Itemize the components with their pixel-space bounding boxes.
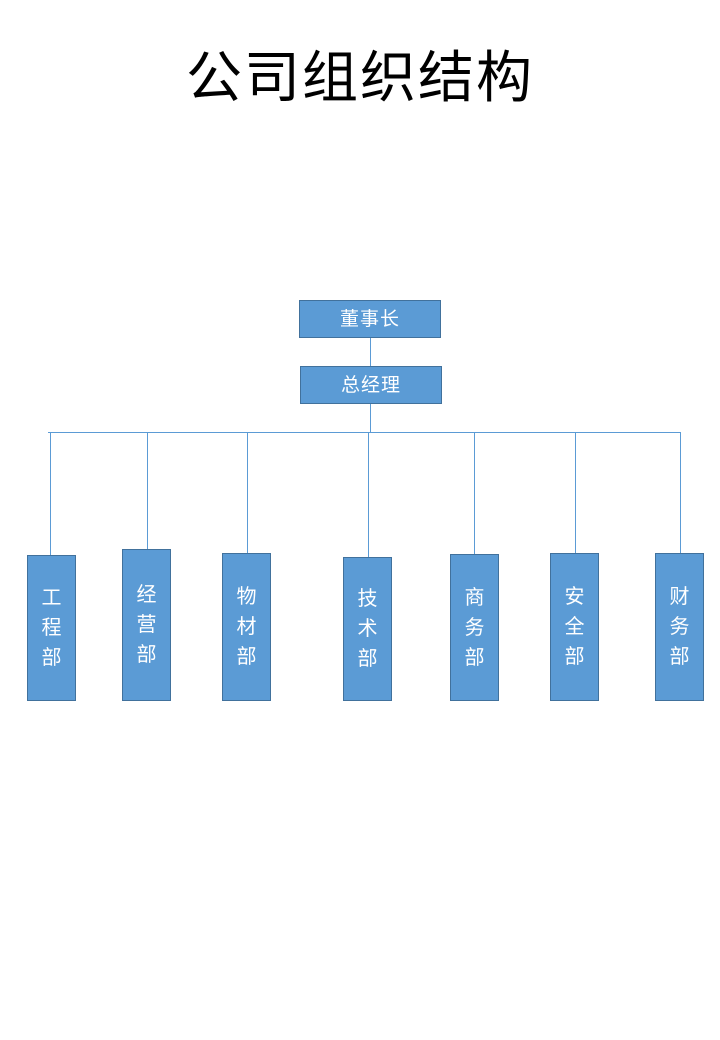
- org-node-dept-business[interactable]: 商务部: [450, 554, 499, 701]
- org-node-dept-safety-label: 安全部: [564, 586, 585, 668]
- connector-drop-dept-business: [474, 432, 475, 554]
- org-node-general-manager[interactable]: 总经理: [300, 366, 442, 404]
- org-node-dept-finance[interactable]: 财务部: [655, 553, 704, 701]
- connector-horizontal-bus: [48, 432, 681, 433]
- org-node-dept-materials[interactable]: 物材部: [222, 553, 271, 701]
- page-title: 公司组织结构: [186, 48, 534, 110]
- org-node-dept-safety[interactable]: 安全部: [550, 553, 599, 701]
- connector-drop-dept-materials: [247, 432, 248, 553]
- org-node-dept-technology[interactable]: 技术部: [343, 557, 392, 701]
- org-node-dept-business-label: 商务部: [464, 586, 485, 669]
- org-node-dept-operations-label: 经营部: [136, 584, 157, 666]
- org-node-dept-engineering[interactable]: 工程部: [27, 555, 76, 701]
- org-node-general-manager-label: 总经理: [340, 374, 401, 396]
- org-node-chairman-label: 董事长: [339, 308, 400, 330]
- org-node-dept-operations[interactable]: 经营部: [122, 549, 171, 701]
- connector-drop-dept-operations: [147, 432, 148, 549]
- org-node-dept-materials-label: 物材部: [236, 586, 257, 668]
- connector-chairman-to-general-manager: [370, 338, 371, 366]
- org-node-dept-engineering-label: 工程部: [41, 587, 62, 669]
- connector-drop-dept-technology: [368, 432, 369, 557]
- connector-general-manager-to-bus: [370, 404, 371, 433]
- connector-drop-dept-safety: [575, 432, 576, 553]
- org-node-dept-technology-label: 技术部: [357, 588, 378, 670]
- org-node-chairman[interactable]: 董事长: [299, 300, 441, 338]
- org-node-dept-finance-label: 财务部: [669, 586, 690, 668]
- connector-drop-dept-finance: [680, 432, 681, 553]
- connector-drop-dept-engineering: [50, 432, 51, 555]
